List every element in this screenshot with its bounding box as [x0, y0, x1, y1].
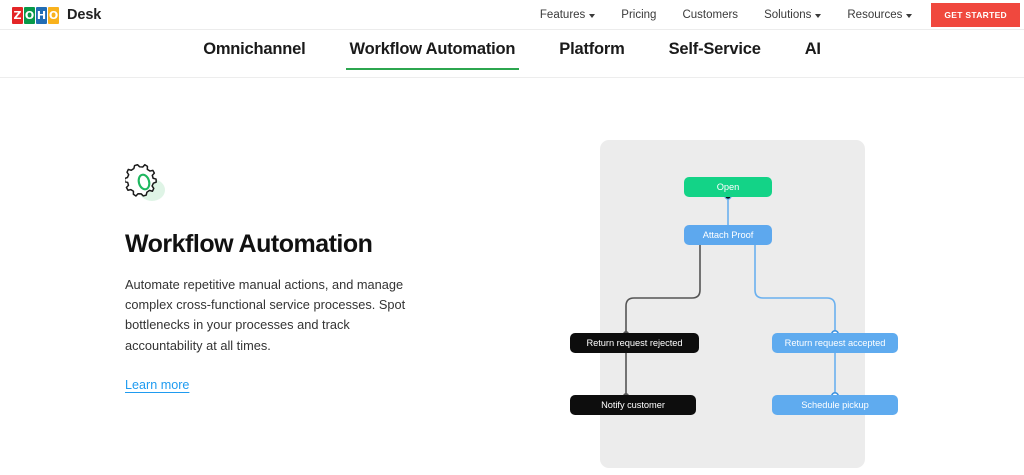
- nav-item-pricing-label: Pricing: [621, 9, 657, 21]
- learn-more-link[interactable]: Learn more: [125, 377, 190, 392]
- nav-item-resources-label: Resources: [847, 9, 903, 21]
- nav-item-customers[interactable]: Customers: [669, 0, 751, 30]
- workflow-node-attach-proof[interactable]: Attach Proof: [684, 225, 772, 245]
- tab-workflow-automation[interactable]: Workflow Automation: [328, 31, 538, 70]
- zoho-logo-icon: Z O H O: [12, 6, 60, 24]
- nav-item-features-label: Features: [539, 9, 586, 21]
- product-name: Desk: [67, 7, 102, 23]
- workflow-node-notify-customer[interactable]: Notify customer: [570, 395, 696, 415]
- workflow-node-open[interactable]: Open: [684, 177, 772, 197]
- zoho-logo-tile-z: Z: [12, 6, 23, 24]
- zoho-logo-tile-o1: O: [24, 6, 35, 24]
- nav-item-solutions[interactable]: Solutions: [751, 0, 834, 30]
- chevron-down-icon: [906, 14, 913, 18]
- nav-item-features[interactable]: Features: [527, 0, 608, 30]
- primary-navigation: Features Pricing Customers Solutions Res…: [527, 0, 1024, 30]
- brand-logo[interactable]: Z O H O Desk: [12, 0, 101, 30]
- tab-platform[interactable]: Platform: [559, 40, 625, 58]
- workflow-node-return-request-rejected[interactable]: Return request rejected: [570, 333, 699, 353]
- feature-description: Automate repetitive manual actions, and …: [125, 277, 406, 353]
- tab-ai[interactable]: AI: [804, 40, 821, 58]
- zoho-logo-tile-o2: O: [48, 6, 59, 24]
- workflow-node-return-request-accepted[interactable]: Return request accepted: [772, 333, 898, 353]
- feature-content: Workflow Automation Automate repetitive …: [125, 163, 425, 394]
- chevron-down-icon: [815, 14, 822, 18]
- get-started-button[interactable]: GET STARTED: [931, 3, 1020, 27]
- nav-item-pricing[interactable]: Pricing: [608, 0, 669, 30]
- section-tab-bar: Omnichannel Workflow Automation Platform…: [0, 31, 1024, 78]
- tab-self-service[interactable]: Self-Service: [668, 40, 761, 58]
- site-header: Z O H O Desk Features Pricing Customers …: [0, 0, 1024, 30]
- page-title: Workflow Automation: [125, 230, 373, 258]
- nav-item-resources[interactable]: Resources: [834, 0, 925, 30]
- chevron-down-icon: [589, 14, 596, 18]
- zoho-logo-tile-h: H: [36, 6, 47, 24]
- workflow-node-schedule-pickup[interactable]: Schedule pickup: [772, 395, 898, 415]
- gear-icon: [125, 163, 169, 207]
- tab-omnichannel[interactable]: Omnichannel: [203, 40, 306, 58]
- nav-item-customers-label: Customers: [682, 9, 739, 21]
- nav-item-solutions-label: Solutions: [764, 9, 812, 21]
